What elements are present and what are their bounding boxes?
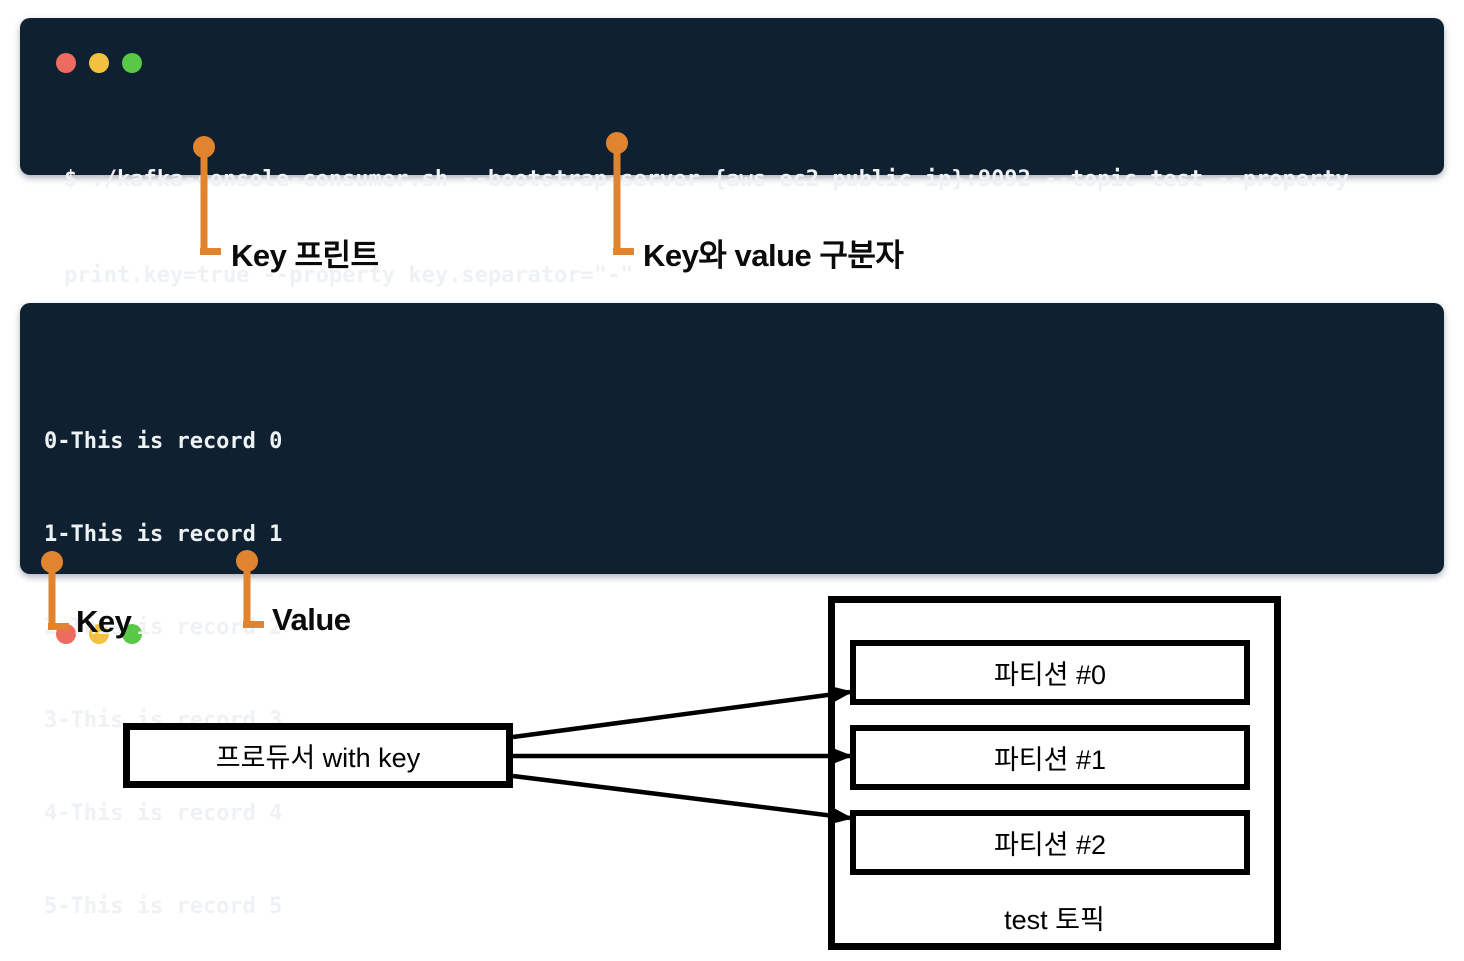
maximize-button-icon[interactable] [122, 53, 142, 73]
maximize-button-icon[interactable] [122, 624, 142, 644]
minimize-button-icon[interactable] [89, 53, 109, 73]
annotation-label-value: Value [272, 602, 351, 637]
terminal-window-consumer-output [20, 303, 1444, 644]
callout-stem-value [243, 561, 251, 628]
minimize-button-icon[interactable] [89, 624, 109, 644]
annotation-label-key: Key [76, 604, 132, 639]
command-line-1: $ ./kafka-console-consumer.sh --bootstra… [64, 167, 1349, 192]
callout-stem-key [48, 562, 56, 630]
producer-label: 프로듀서 with key [215, 743, 421, 773]
callout-stem-key-print [200, 147, 208, 255]
partition-box-0: 파티션 #0 [850, 640, 1250, 705]
arrow-to-partition-0 [512, 685, 853, 740]
window-controls [56, 53, 142, 73]
arrow-to-partition-2 [512, 773, 853, 825]
annotation-label-key-print: Key 프린트 [231, 238, 379, 273]
annotation-label-separator: Key와 value 구분자 [643, 238, 904, 273]
partition-box-1: 파티션 #1 [850, 725, 1250, 790]
producer-box: 프로듀서 with key [123, 723, 513, 788]
partition-label: 파티션 #1 [993, 745, 1107, 775]
terminal-window-consumer-command: $ ./kafka-console-consumer.sh --bootstra… [20, 18, 1444, 288]
terminal-output-text: 0-This is record 0 1-This is record 1 2-… [44, 364, 282, 961]
partition-label: 파티션 #2 [993, 830, 1107, 860]
output-line: 5-This is record 5 [44, 894, 283, 919]
topic-label: test 토픽 [1004, 905, 1105, 935]
output-line: 4-This is record 4 [44, 801, 283, 826]
terminal-command-text: $ ./kafka-console-consumer.sh --bootstra… [64, 100, 1349, 356]
callout-stem-separator [613, 143, 621, 255]
callout-foot-separator [613, 248, 634, 255]
topic-box: 파티션 #0 파티션 #1 파티션 #2 test 토픽 [828, 596, 1281, 950]
output-line: 0-This is record 0 [44, 429, 283, 454]
callout-foot-value [243, 621, 264, 628]
command-line-2: print.key=true --property key.separator=… [64, 263, 634, 288]
callout-foot-key [48, 623, 69, 630]
output-line: 1-This is record 1 [44, 522, 283, 547]
partition-label: 파티션 #0 [993, 660, 1107, 690]
partition-box-2: 파티션 #2 [850, 810, 1250, 875]
close-button-icon[interactable] [56, 53, 76, 73]
callout-foot-key-print [200, 248, 221, 255]
